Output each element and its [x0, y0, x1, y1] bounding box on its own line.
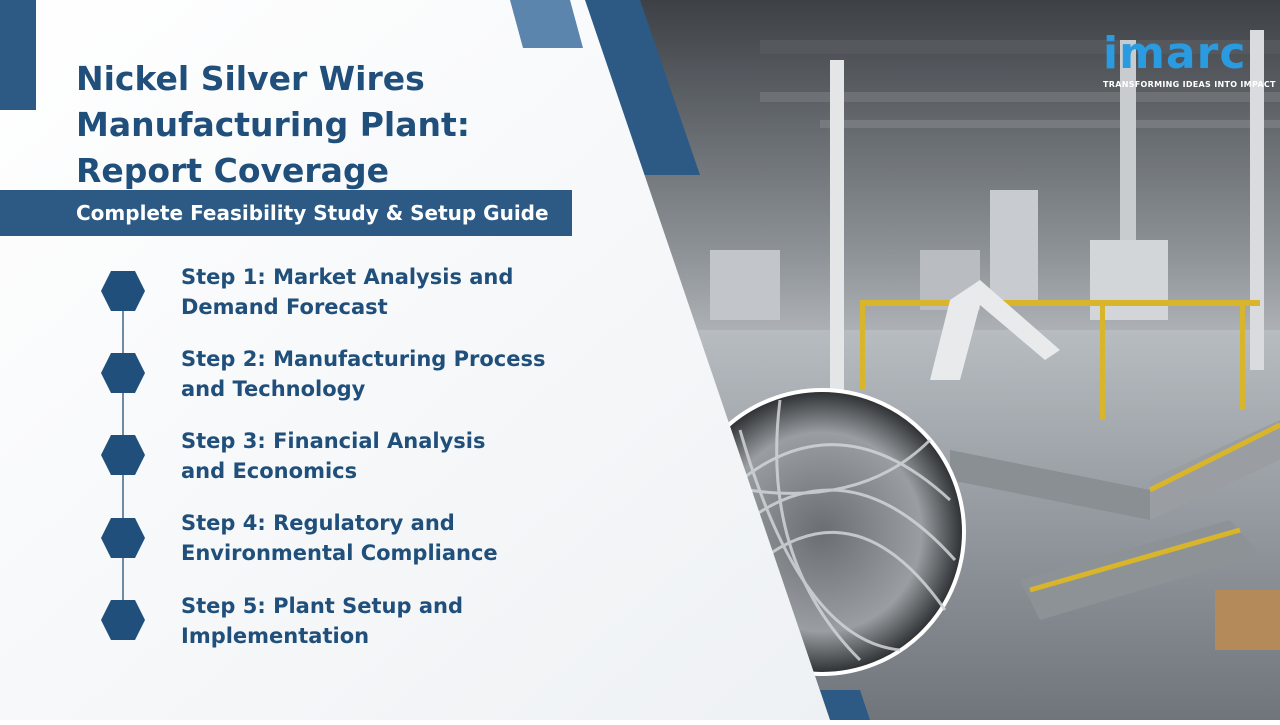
title-line-1: Nickel Silver Wires: [76, 59, 425, 98]
hexagon-icon: [101, 435, 145, 475]
step-1-line-1: Step 1: Market Analysis and: [181, 265, 514, 289]
step-4-line-1: Step 4: Regulatory and: [181, 511, 455, 535]
step-5-line-2: Implementation: [181, 624, 370, 648]
hexagon-icon: [101, 353, 145, 393]
page-title: Nickel Silver Wires Manufacturing Plant:…: [76, 56, 596, 194]
step-3-line-2: and Economics: [181, 459, 358, 483]
step-1: Step 1: Market Analysis and Demand Forec…: [181, 262, 561, 322]
title-line-3: Report Coverage: [76, 151, 389, 190]
step-3-line-1: Step 3: Financial Analysis: [181, 429, 486, 453]
imarc-logo: imarc TRANSFORMING IDEAS INTO IMPACT: [1103, 28, 1276, 90]
step-5: Step 5: Plant Setup and Implementation: [181, 591, 561, 651]
hexagon-icon: [101, 600, 145, 640]
step-2-line-1: Step 2: Manufacturing Process: [181, 347, 546, 371]
subtitle-text: Complete Feasibility Study & Setup Guide: [76, 201, 549, 225]
step-2: Step 2: Manufacturing Process and Techno…: [181, 344, 561, 404]
step-3: Step 3: Financial Analysis and Economics: [181, 426, 561, 486]
hexagon-icon: [101, 518, 145, 558]
step-2-line-2: and Technology: [181, 377, 366, 401]
step-4-line-2: Environmental Compliance: [181, 541, 498, 565]
step-1-line-2: Demand Forecast: [181, 295, 388, 319]
step-4: Step 4: Regulatory and Environmental Com…: [181, 508, 561, 568]
step-5-line-1: Step 5: Plant Setup and: [181, 594, 463, 618]
title-line-2: Manufacturing Plant:: [76, 105, 470, 144]
logo-wordmark: imarc: [1103, 28, 1247, 79]
logo-tagline: TRANSFORMING IDEAS INTO IMPACT: [1103, 80, 1276, 89]
hexagon-icon: [101, 271, 145, 311]
subtitle-band: [0, 190, 572, 236]
